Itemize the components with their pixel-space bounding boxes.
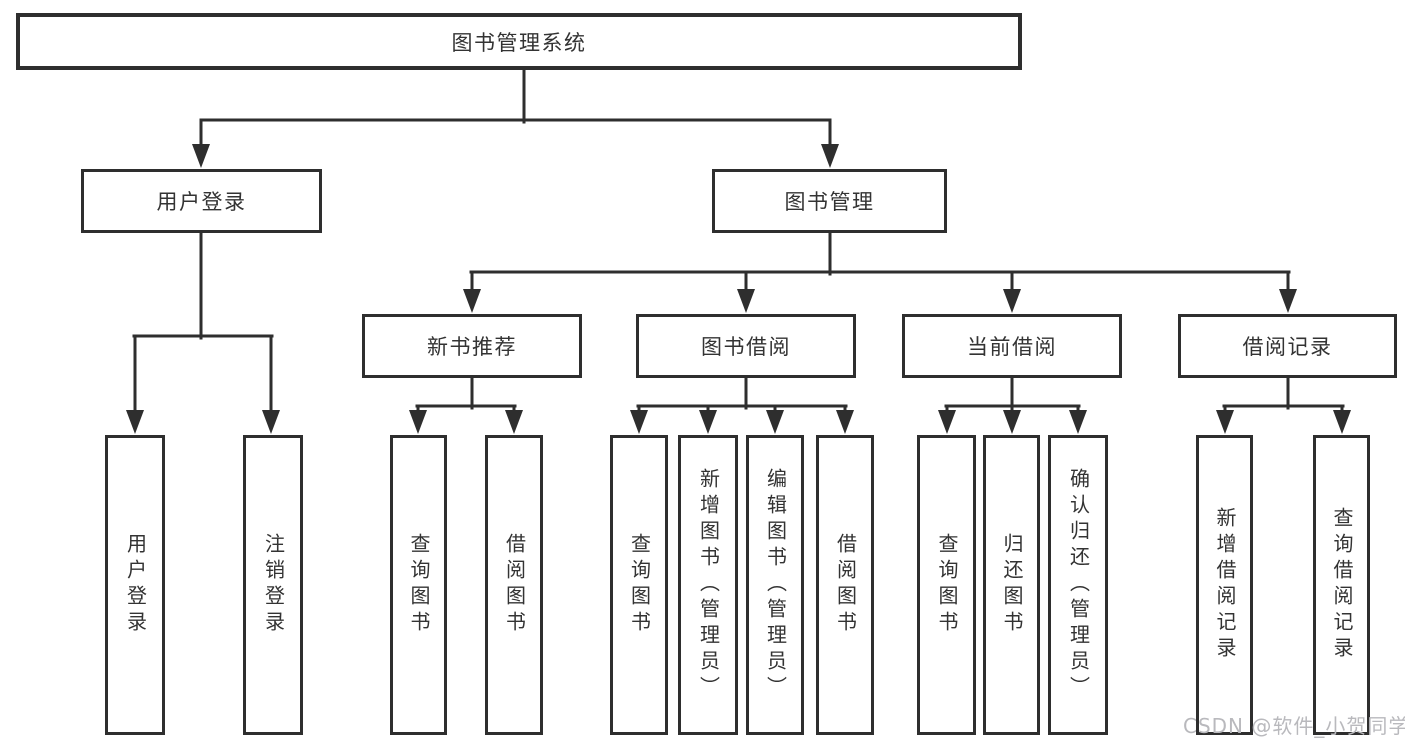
node-borrowing-records-label: 借阅记录 [1242,335,1333,359]
leaf-add-borrow-record-label: 新增借阅记录 [1213,507,1237,663]
leaf-return-books: 归还图书 [983,435,1040,735]
node-new-book-recommend-label: 新书推荐 [427,335,517,359]
node-user-login: 用户登录 [81,169,322,233]
leaf-confirm-return-admin: 确认归还（管理员） [1048,435,1108,735]
leaf-borrow-books-borrowing: 借阅图书 [816,435,874,735]
leaf-add-books-admin-label: 新增图书（管理员） [696,468,721,702]
node-book-borrowing: 图书借阅 [636,314,856,378]
node-user-login-label: 用户登录 [156,190,247,214]
leaf-logout: 注销登录 [243,435,303,735]
node-new-book-recommend: 新书推荐 [362,314,582,378]
leaf-borrow-books-borrowing-label: 借阅图书 [833,533,858,637]
leaf-borrow-books-recommend-label: 借阅图书 [502,533,527,637]
leaf-add-books-admin: 新增图书（管理员） [678,435,738,735]
leaf-query-books-current: 查询图书 [917,435,976,735]
leaf-user-login-label: 用户登录 [123,533,148,637]
leaf-query-books-recommend: 查询图书 [390,435,447,735]
leaf-query-books-recommend-label: 查询图书 [407,533,431,637]
leaf-borrow-books-recommend: 借阅图书 [485,435,543,735]
leaf-query-books-current-label: 查询图书 [935,533,959,637]
node-book-management: 图书管理 [712,169,947,233]
leaf-add-borrow-record: 新增借阅记录 [1196,435,1253,735]
leaf-query-books-borrowing: 查询图书 [610,435,668,735]
node-root: 图书管理系统 [16,13,1022,70]
watermark: CSDN @软件_小贺同学 [1183,714,1405,738]
leaf-query-books-borrowing-label: 查询图书 [627,533,652,637]
node-book-borrowing-label: 图书借阅 [701,335,791,359]
node-current-borrowing-label: 当前借阅 [967,335,1057,359]
node-root-label: 图书管理系统 [451,30,587,55]
node-borrowing-records: 借阅记录 [1178,314,1397,378]
leaf-logout-label: 注销登录 [261,533,286,637]
node-book-management-label: 图书管理 [784,190,875,214]
leaf-return-books-label: 归还图书 [1000,533,1024,637]
leaf-query-borrow-record-label: 查询借阅记录 [1330,507,1354,663]
leaf-edit-books-admin: 编辑图书（管理员） [746,435,804,735]
node-current-borrowing: 当前借阅 [902,314,1122,378]
leaf-query-borrow-record: 查询借阅记录 [1313,435,1370,735]
leaf-user-login: 用户登录 [105,435,165,735]
leaf-edit-books-admin-label: 编辑图书（管理员） [763,468,788,702]
leaf-confirm-return-admin-label: 确认归还（管理员） [1066,468,1091,702]
